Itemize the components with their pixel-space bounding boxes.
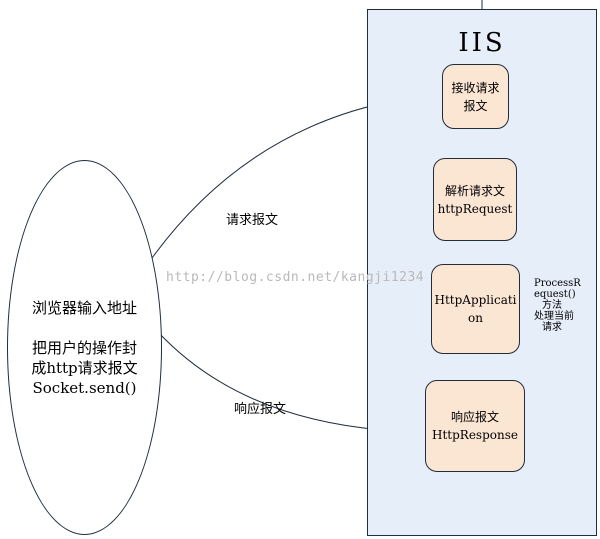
note-line1: ProcessR	[534, 278, 581, 289]
process-request-note: ProcessR equest() 方法 处理当前 请求	[534, 278, 598, 333]
browser-line2: 把用户的操作封	[31, 338, 137, 357]
note-line2: equest()	[534, 289, 576, 300]
browser-line1: 浏览器输入地址	[31, 298, 137, 317]
step-parse-line2: httpRequest	[437, 201, 513, 216]
note-line3: 方法	[542, 300, 562, 311]
browser-ellipse: 浏览器输入地址 把用户的操作封 成http请求报文 Socket.send()	[7, 160, 162, 535]
step-http-response: 响应报文 HttpResponse	[425, 380, 525, 472]
step-http-application: HttpApplicati on	[431, 264, 520, 354]
step-response-line1: 响应报文	[450, 410, 499, 424]
browser-line4: Socket.send()	[32, 378, 137, 397]
step-parse-line1: 解析请求文	[444, 183, 505, 198]
watermark-text: http://blog.csdn.net/kangji1234	[166, 270, 425, 285]
step-receive-request: 接收请求 报文	[442, 64, 509, 129]
response-label: 响应报文	[234, 402, 287, 417]
request-label: 请求报文	[226, 213, 279, 228]
step-application-line1: HttpApplicati	[434, 293, 517, 307]
note-line4: 处理当前	[534, 311, 574, 322]
step-response-line2: HttpResponse	[432, 428, 518, 442]
step-parse-request: 解析请求文 httpRequest	[433, 158, 517, 241]
step-receive-line1: 接收请求	[451, 80, 500, 95]
note-line5: 请求	[542, 322, 562, 333]
iis-title: IIS	[458, 28, 506, 58]
browser-line3: 成http请求报文	[31, 358, 138, 377]
step-receive-line2: 报文	[463, 98, 488, 113]
step-application-line2: on	[468, 311, 483, 325]
